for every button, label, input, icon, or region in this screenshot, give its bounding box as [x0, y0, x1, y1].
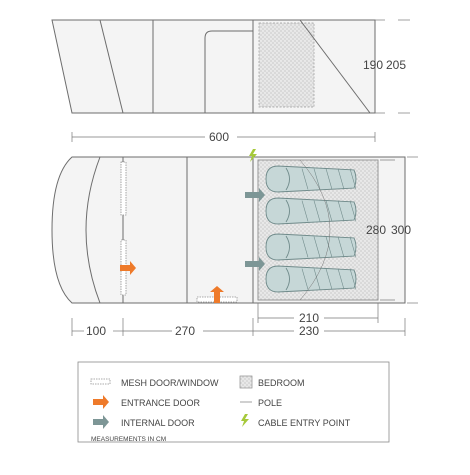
width-outer-label: 300	[391, 223, 411, 237]
width-inner-label: 280	[366, 223, 386, 237]
measurements-note: MEASUREMENTS IN CM	[91, 436, 166, 443]
side-panel-line-1	[99, 19, 124, 114]
sleeping-bag	[265, 265, 357, 293]
side-elevation	[51, 19, 376, 114]
side-height-inner-label: 190	[363, 58, 383, 72]
legend-pole-label: POLE	[258, 398, 282, 408]
sleeping-bag	[265, 197, 357, 225]
legend-bedroom-label: BEDROOM	[258, 378, 305, 388]
total-length-dimension	[71, 132, 376, 142]
door-arrows	[120, 188, 265, 303]
bedroom-length-inner-label: 210	[299, 311, 319, 325]
lightning-bolt-icon	[241, 414, 249, 427]
side-dimension-lines	[375, 19, 410, 114]
internal-door-arrow-icon	[245, 188, 265, 202]
orange-arrow-icon	[93, 395, 109, 409]
legend-entrance-door-label: ENTRANCE DOOR	[121, 398, 201, 408]
bedroom-swatch-icon	[239, 375, 253, 389]
side-height-outer-label: 205	[386, 58, 406, 72]
porch-curve	[85, 156, 101, 304]
legend-mesh-label: MESH DOOR/WINDOW	[121, 378, 219, 388]
legend-box	[77, 361, 390, 443]
internal-door-arrow-icon	[245, 257, 265, 271]
cable-entry-bolt-icon	[249, 149, 257, 162]
bedroom-length-outer-label: 230	[299, 324, 319, 338]
side-pole-diagonal	[299, 19, 371, 114]
bottom-dimension-lines	[71, 303, 406, 336]
legend-cable-entry-label: CABLE ENTRY POINT	[258, 418, 351, 428]
sleeping-bag	[265, 233, 357, 261]
grey-arrow-icon	[93, 415, 109, 429]
porch-mesh-window-top	[120, 161, 127, 216]
legend-arrow-icons	[93, 395, 109, 429]
total-length-label: 600	[209, 130, 229, 144]
sleeping-bags	[265, 165, 357, 293]
entrance-door-arrow-icon	[120, 261, 136, 275]
living-length-label: 270	[175, 324, 195, 338]
porch-length-label: 100	[86, 324, 106, 338]
legend-internal-door-label: INTERNAL DOOR	[121, 418, 195, 428]
mesh-icon	[90, 378, 111, 385]
side-window	[204, 30, 253, 113]
floor-pole-lines	[299, 159, 331, 301]
width-dimension-lines	[380, 156, 418, 304]
side-outline	[51, 19, 376, 114]
sleeping-bag	[265, 165, 357, 193]
entrance-door-arrow-icon	[210, 286, 224, 303]
side-bedroom-window	[258, 22, 315, 108]
